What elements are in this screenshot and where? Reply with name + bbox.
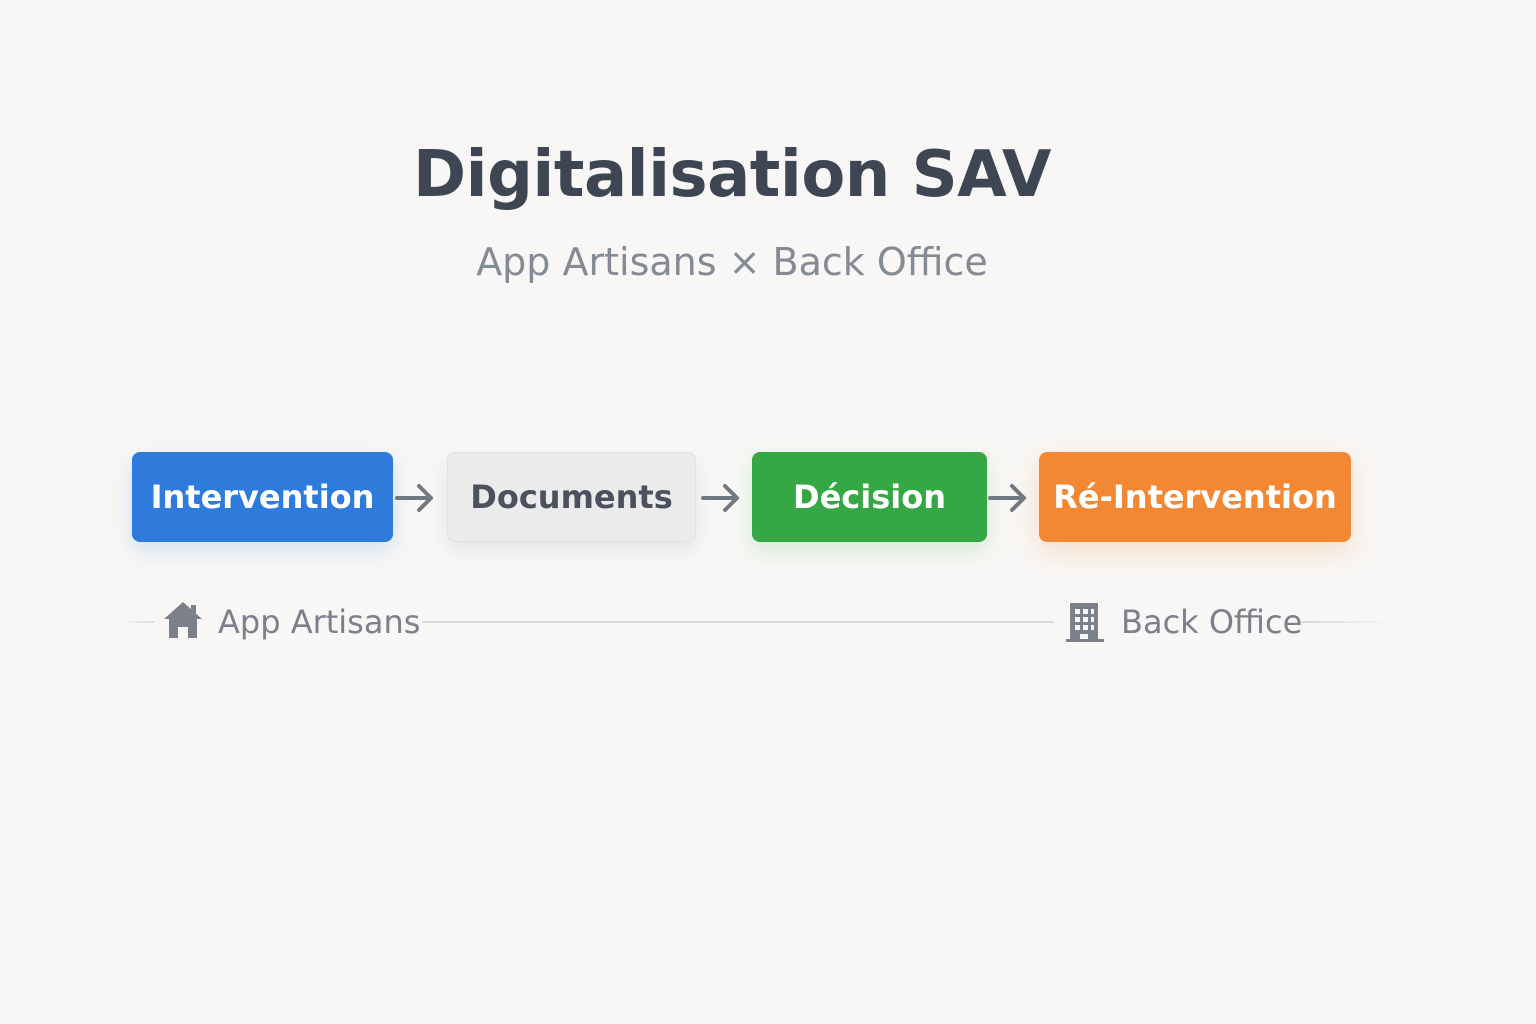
- building-icon: [1066, 603, 1104, 642]
- arrow-right-icon: [701, 484, 739, 512]
- home-icon: [164, 602, 202, 638]
- divider-line: [124, 621, 154, 623]
- divider-line: [422, 621, 1054, 623]
- divider-line: [1302, 621, 1392, 623]
- page-title: Digitalisation SAV: [413, 138, 1051, 212]
- step-re-intervention[interactable]: Ré-Intervention: [1039, 452, 1351, 542]
- step-decision[interactable]: Décision: [752, 452, 987, 542]
- back-office-label: Back Office: [1121, 603, 1303, 641]
- arrow-right-icon: [395, 484, 433, 512]
- arrow-right-icon: [988, 484, 1026, 512]
- step-documents[interactable]: Documents: [447, 452, 696, 542]
- step-intervention[interactable]: Intervention: [132, 452, 393, 542]
- app-artisans-label: App Artisans: [218, 603, 421, 641]
- page-subtitle: App Artisans × Back Office: [476, 240, 988, 284]
